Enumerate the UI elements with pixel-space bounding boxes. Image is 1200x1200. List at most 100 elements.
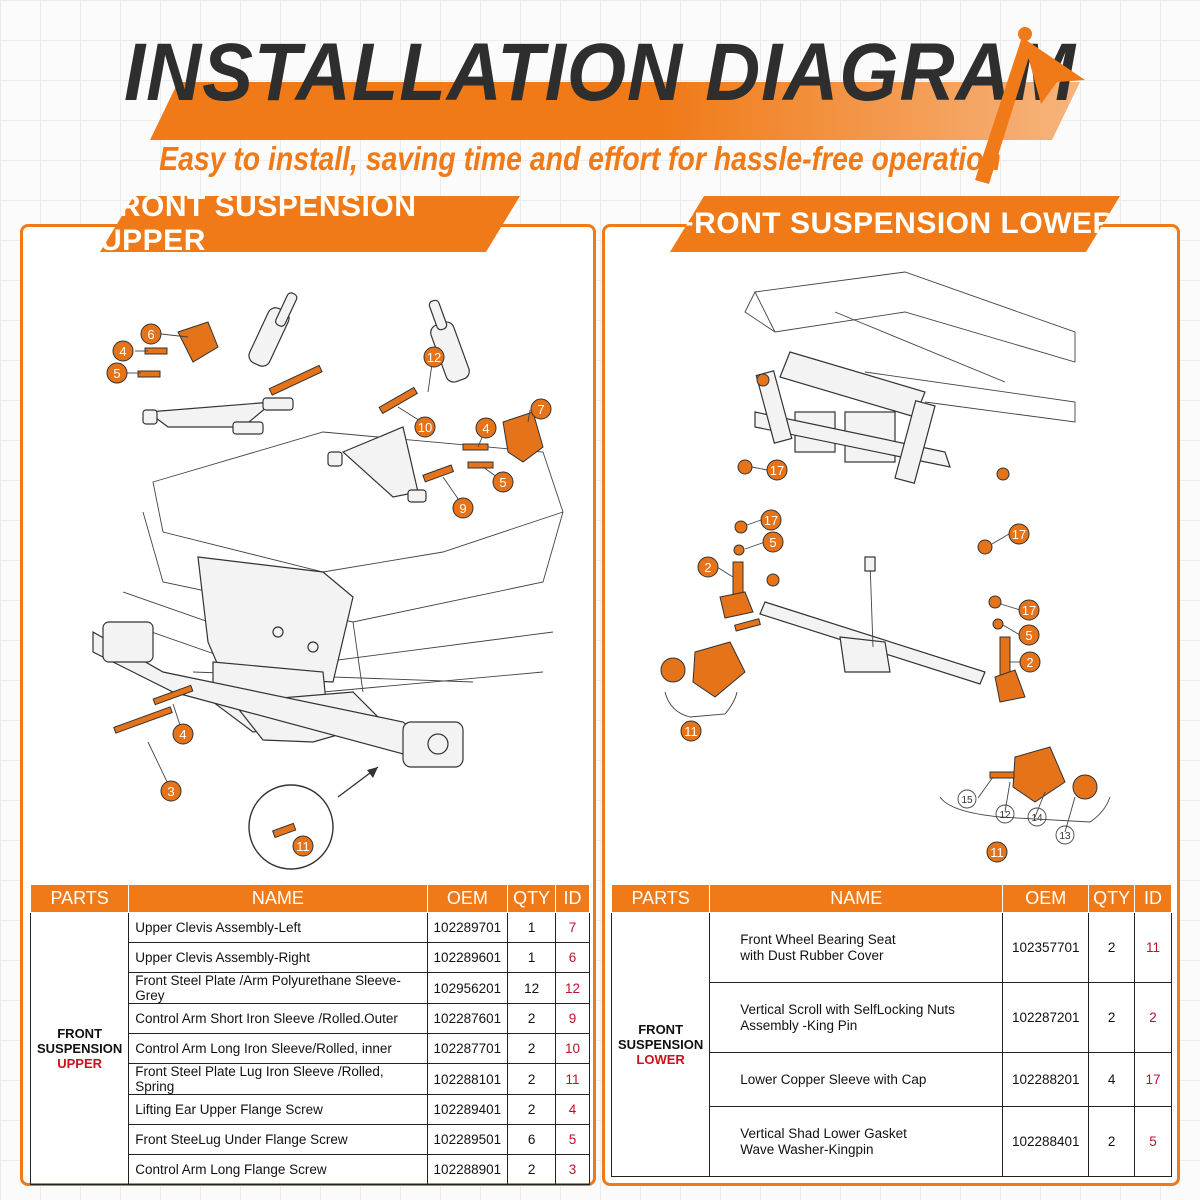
svg-text:11: 11	[684, 724, 698, 739]
group-label: FRONT SUSPENSION UPPER	[29, 912, 130, 1185]
dust-cover-b-part	[1072, 774, 1098, 800]
upper-control-arm-left	[142, 397, 294, 435]
svg-text:4: 4	[119, 344, 126, 359]
bearing-seat-a-part	[692, 641, 746, 698]
svg-text:5: 5	[769, 535, 776, 550]
callout-4a: 4	[112, 340, 134, 362]
king-pin-a-arm-part	[719, 591, 754, 619]
callout-17a: 17	[766, 459, 788, 481]
col-id: ID	[555, 884, 590, 913]
screw-b-part	[989, 771, 1015, 779]
sleeve-10-part	[378, 386, 419, 415]
title-band	[150, 82, 1080, 140]
suspension-posts	[755, 370, 936, 648]
sleeve-c-part	[766, 573, 780, 587]
callout-9: 9	[452, 497, 474, 519]
callout-14: 14	[1027, 807, 1047, 827]
callout-5a: 5	[762, 531, 784, 553]
callout-5b: 5	[1018, 624, 1040, 646]
table-row: Front Steel Plate Lug Iron Sleeve /Rolle…	[31, 1063, 590, 1095]
svg-text:12: 12	[999, 810, 1011, 821]
table-row: Vertical Scroll with SelfLocking Nuts As…	[612, 982, 1172, 1053]
callout-13: 13	[1055, 825, 1075, 845]
callout-12: 12	[423, 346, 445, 368]
svg-text:14: 14	[1031, 813, 1043, 824]
table-row: Vertical Shad Lower Gasket Wave Washer-K…	[612, 1106, 1172, 1177]
lower-parts-table: PARTS NAME OEM QTY ID FRONT SUSPENSION L…	[610, 884, 1172, 1177]
table-header-row: PARTS NAME OEM QTY ID	[29, 884, 590, 913]
svg-text:3: 3	[167, 784, 174, 799]
svg-text:2: 2	[1026, 655, 1033, 670]
callout-10: 10	[414, 416, 436, 438]
col-oem: OEM	[426, 884, 509, 913]
callout-11: 11	[292, 835, 314, 857]
callout-4c: 4	[172, 723, 194, 745]
long-screw-3-part	[113, 706, 173, 734]
upper-suspension-diagram: 6 4 5 12 10 7 4 5 9 4 3 11	[92, 292, 564, 870]
inset-circle	[248, 784, 334, 870]
screw-4c-part	[152, 684, 194, 706]
sleeve-9-part	[422, 464, 455, 483]
upper-control-arm-right	[327, 426, 427, 503]
upper-clevis-left-part	[502, 411, 544, 463]
table-row: Front Steel Plate /Arm Polyurethane Slee…	[31, 972, 590, 1004]
copper-sleeve-b-part	[734, 520, 748, 534]
col-qty: QTY	[1088, 884, 1136, 913]
screw-part	[734, 618, 761, 632]
callout-15: 15	[957, 789, 977, 809]
callout-17b: 17	[760, 509, 782, 531]
sleeve-11-part	[271, 822, 297, 839]
shock-absorbers	[248, 292, 470, 383]
upper-parts-table: PARTS NAME OEM QTY ID FRONT SUSPENSION U…	[29, 884, 590, 1185]
king-pin-b-arm-part	[994, 669, 1026, 703]
svg-text:2: 2	[704, 560, 711, 575]
screw-4-part	[144, 347, 168, 355]
callout-11a: 11	[680, 720, 702, 742]
upper-panel-heading: FRONT SUSPENSION UPPER	[100, 196, 520, 252]
callout-17c: 17	[1008, 523, 1030, 545]
col-parts: PARTS	[29, 884, 130, 913]
lower-suspension-diagram: 17 17 5 2 11 17 17 5 2 11 15 12 14 13	[660, 271, 1111, 863]
svg-text:17: 17	[1022, 603, 1036, 618]
col-id: ID	[1134, 884, 1172, 913]
svg-text:15: 15	[961, 795, 973, 806]
callout-2b: 2	[1019, 651, 1041, 673]
table-row: Upper Clevis Assembly-Right 102289601 1 …	[31, 942, 590, 973]
axle-assembly	[92, 621, 464, 768]
col-name: NAME	[128, 884, 428, 913]
copper-sleeve-a-part	[737, 459, 753, 475]
svg-text:11: 11	[990, 845, 1004, 860]
callout-5a: 5	[106, 362, 128, 384]
svg-text:5: 5	[1025, 628, 1032, 643]
svg-text:11: 11	[296, 839, 310, 854]
table-header-row: PARTS NAME OEM QTY ID	[610, 884, 1172, 913]
col-oem: OEM	[1002, 884, 1090, 913]
lower-panel-heading: FRONT SUSPENSION LOWER	[670, 196, 1120, 252]
steering-rack	[754, 351, 986, 685]
svg-text:6: 6	[147, 327, 154, 342]
frame-outline	[122, 431, 564, 693]
svg-text:9: 9	[459, 501, 466, 516]
highlighted-parts	[660, 373, 1098, 803]
callout-12: 12	[995, 804, 1015, 824]
long-sleeve-part	[268, 364, 323, 396]
svg-text:17: 17	[764, 513, 778, 528]
svg-text:4: 4	[482, 421, 489, 436]
callout-6: 6	[140, 323, 162, 345]
gasket-b-part	[992, 618, 1004, 630]
col-parts: PARTS	[610, 884, 711, 913]
col-name: NAME	[709, 884, 1004, 913]
svg-text:12: 12	[427, 350, 441, 365]
group-label: FRONT SUSPENSION LOWER	[610, 912, 711, 1177]
page-title: INSTALLATION DIAGRAM	[124, 27, 1076, 118]
upper-clevis-right-part	[177, 321, 219, 363]
bearing-seat-b-part	[1012, 746, 1066, 803]
svg-text:7: 7	[537, 402, 544, 417]
screw-5-part	[137, 370, 161, 378]
table-row: FRONT SUSPENSION LOWER Front Wheel Beari…	[610, 912, 1172, 1177]
screw-4b-part	[462, 443, 489, 451]
callout-7: 7	[530, 398, 552, 420]
nut-b-part	[996, 467, 1010, 481]
copper-sleeve-c-part	[977, 539, 993, 555]
svg-text:10: 10	[418, 420, 432, 435]
